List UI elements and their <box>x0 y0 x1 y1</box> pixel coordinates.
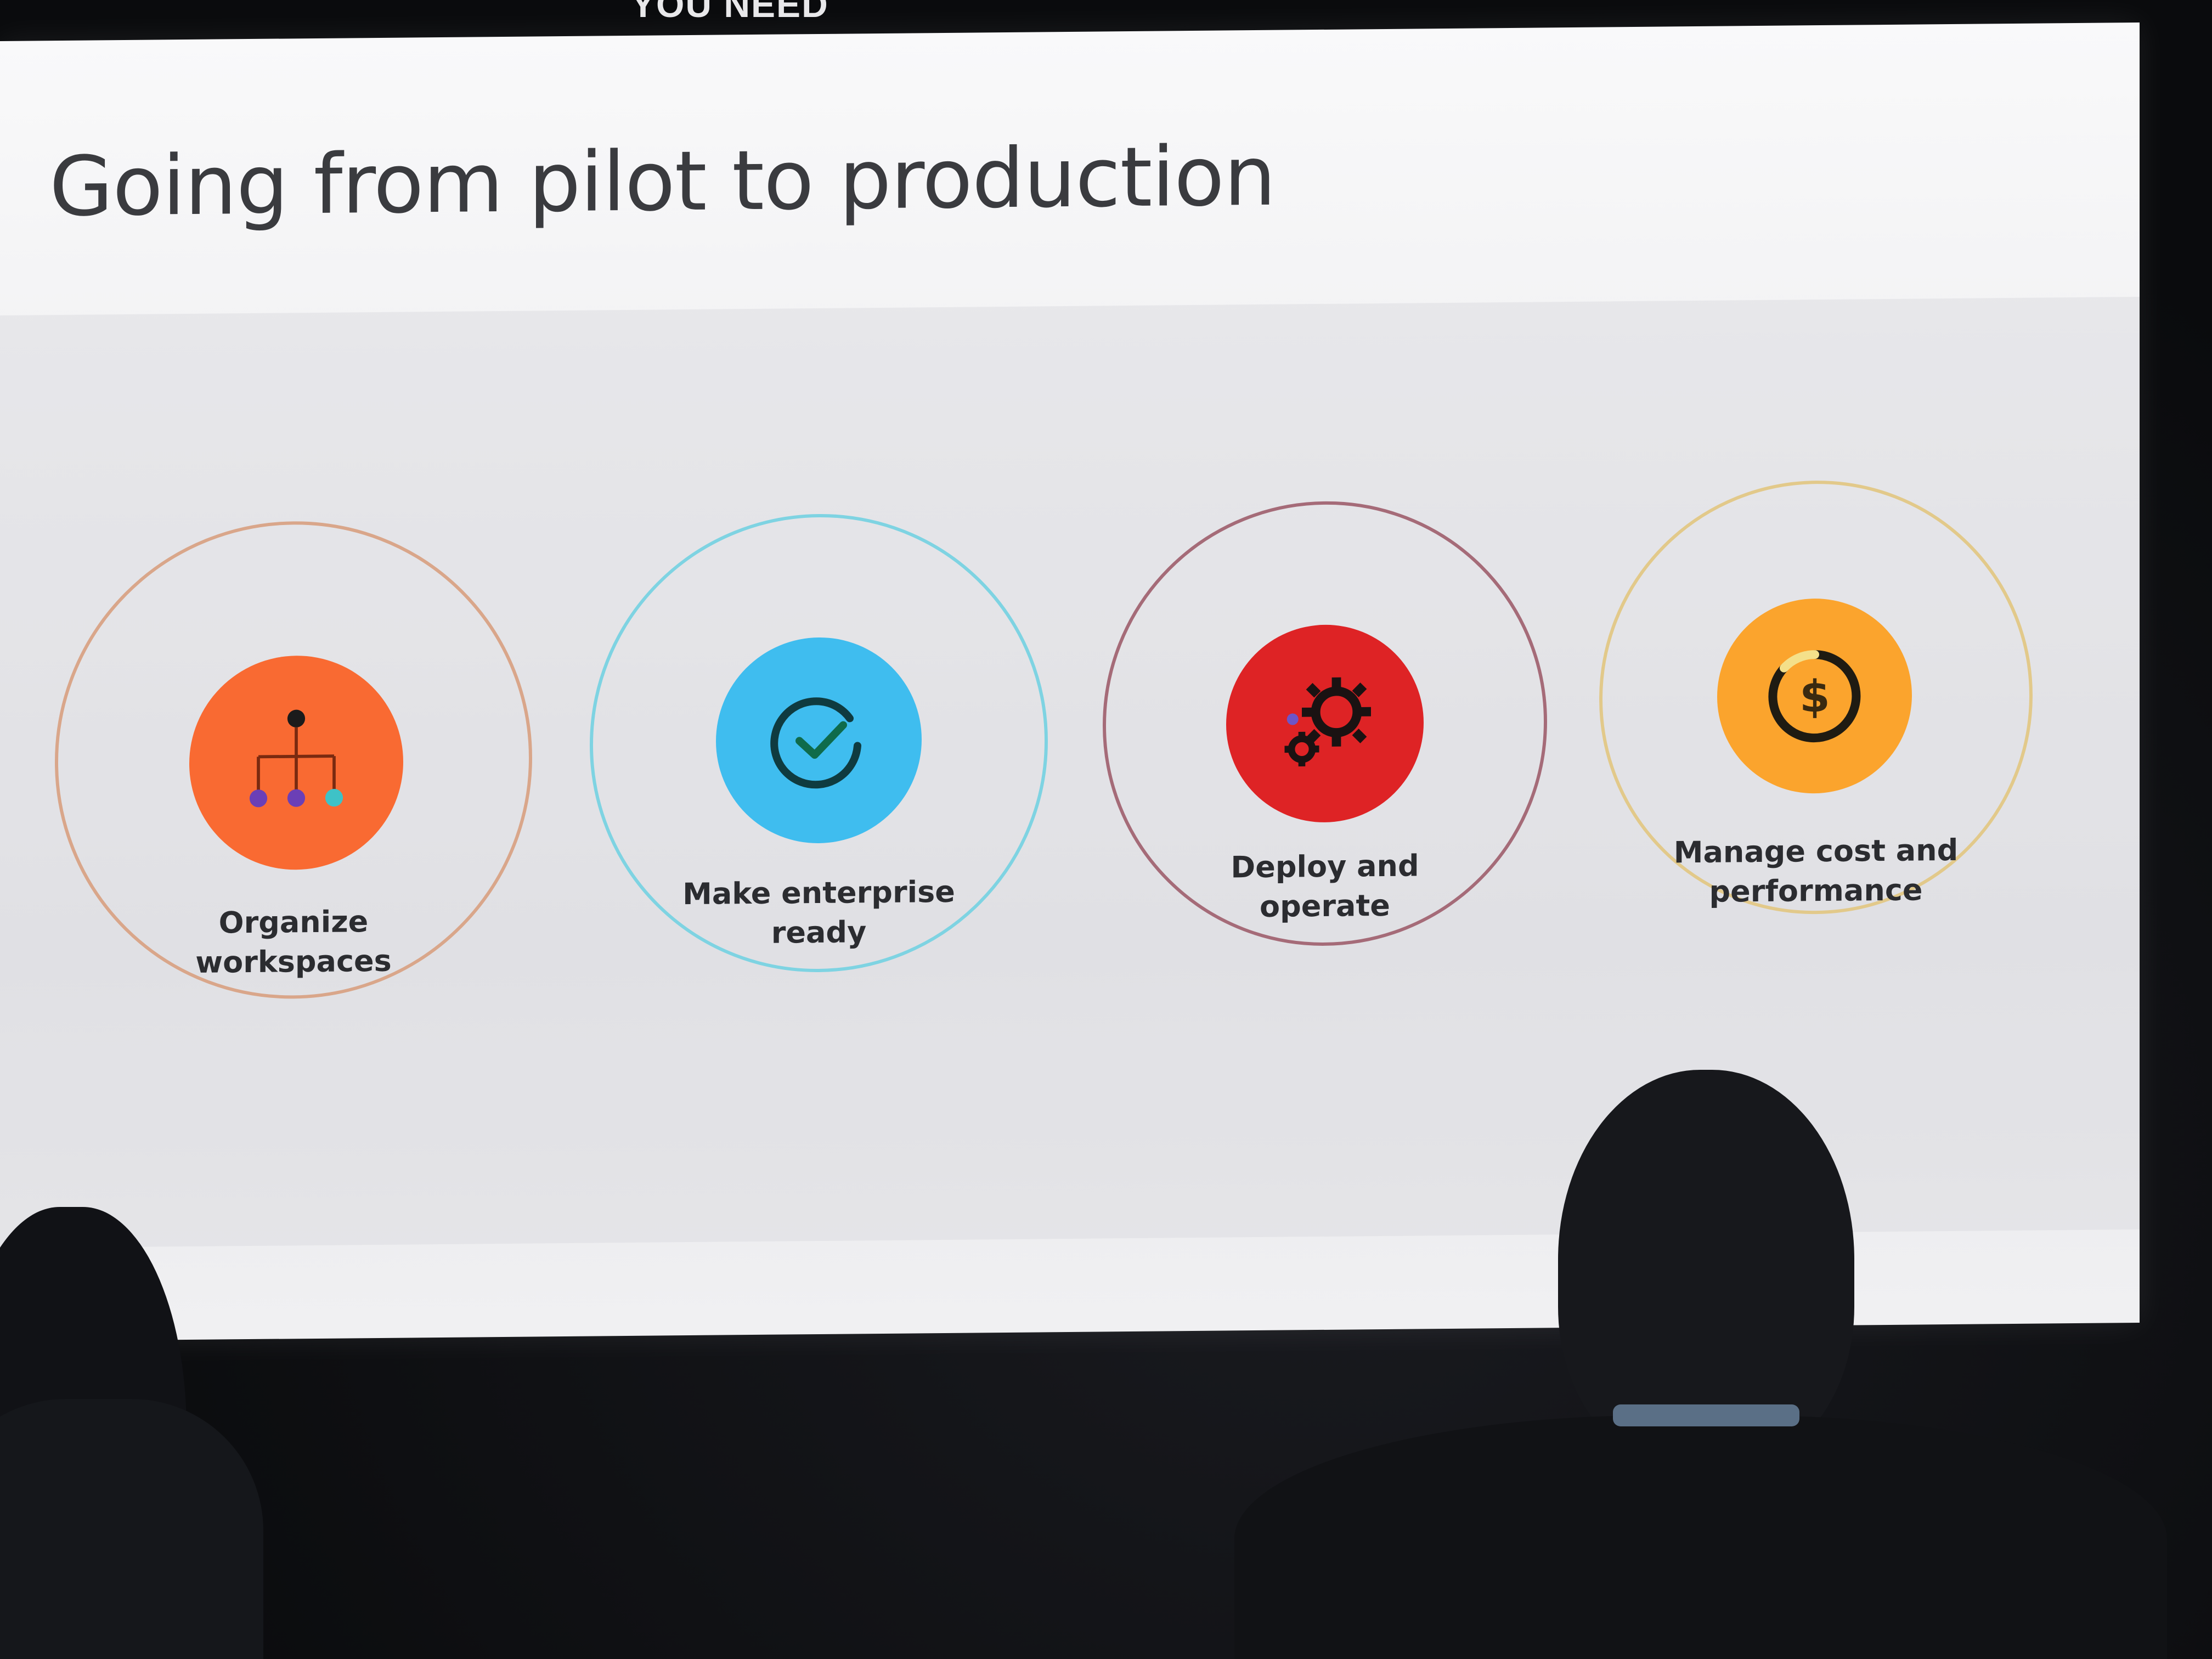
projection-screen: Going from pilot to production Organ <box>0 22 2140 1341</box>
lanyard <box>1613 1404 1799 1426</box>
item-label-line1: Make enterprise <box>682 874 955 912</box>
item-make-enterprise-ready: Make enterprise ready <box>590 512 1048 974</box>
audience-shoulder-left <box>0 1399 263 1659</box>
dollar-icon: $ <box>1768 650 1860 742</box>
item-label-line1: Deploy and <box>1231 848 1419 885</box>
item-label-line1: Manage cost and <box>1673 832 1959 870</box>
item-label-line2: performance <box>1709 872 1923 909</box>
item-disc: $ <box>1717 597 1912 794</box>
audience-shoulders-right <box>1234 1415 2167 1659</box>
top-banner-text: YOU NEED <box>631 0 829 25</box>
item-label: Make enterprise ready <box>590 871 1048 954</box>
item-manage-cost-and-performance: $ Manage cost and performance <box>1599 478 2033 916</box>
item-disc <box>1226 624 1424 823</box>
item-label-line2: workspaces <box>195 943 392 980</box>
item-disc <box>716 636 922 844</box>
item-label-line1: Organize <box>218 904 369 940</box>
gears-icon <box>1284 677 1371 767</box>
item-label: Manage cost and performance <box>1599 830 2033 913</box>
item-deploy-and-operate: Deploy and operate <box>1103 499 1547 948</box>
audience-head-right <box>1558 1070 1854 1465</box>
item-label-line2: operate <box>1260 888 1390 924</box>
hierarchy-icon <box>249 709 343 808</box>
item-label: Deploy and operate <box>1103 845 1547 928</box>
checkmark-icon <box>770 697 861 788</box>
item-label: Organize workspaces <box>55 901 532 984</box>
item-organize-workspaces: Organize workspaces <box>55 519 532 1001</box>
item-label-line2: ready <box>771 915 867 950</box>
svg-text:$: $ <box>1799 670 1830 721</box>
item-disc <box>189 654 403 871</box>
slide-title: Going from pilot to production <box>49 128 1276 235</box>
